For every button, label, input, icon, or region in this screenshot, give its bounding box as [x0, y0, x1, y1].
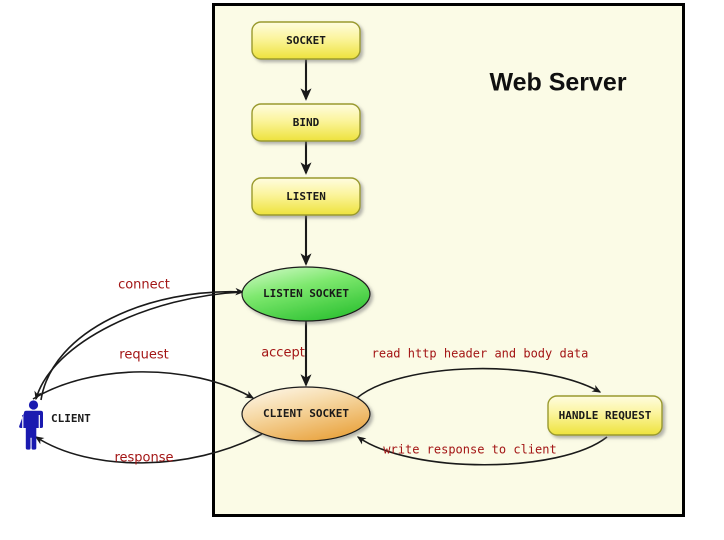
edge-label-request: request [119, 348, 168, 363]
edge-label-response: response [114, 451, 173, 466]
node-client-socket-label: CLIENT SOCKET [263, 407, 349, 420]
edge-label-accept: accept [261, 346, 305, 361]
node-handle-request-label: HANDLE REQUEST [559, 409, 652, 422]
edge-response [34, 433, 263, 464]
edge-labels: connect request response accept read htt… [114, 278, 588, 466]
node-listen-socket-label: LISTEN SOCKET [263, 287, 349, 300]
edge-label-write-response: write response to client [383, 443, 556, 457]
edge-connect [40, 287, 245, 401]
edge-write-response [356, 436, 608, 466]
node-bind-shape[interactable] [251, 103, 361, 142]
client-edges [32, 287, 263, 464]
edge-label-connect: connect [118, 278, 170, 293]
node-handle-request[interactable]: HANDLE REQUEST [547, 395, 663, 436]
client-actor[interactable]: CLIENT [19, 400, 91, 450]
edge-connect-return [34, 291, 244, 401]
node-handle-request-shape[interactable] [547, 395, 663, 436]
edge-label-read-request: read http header and body data [372, 347, 589, 361]
handle-request-edges [356, 367, 608, 466]
node-listen-socket-shape[interactable] [241, 266, 371, 322]
node-client-socket-shape[interactable] [241, 386, 371, 442]
node-listen-socket[interactable]: LISTEN SOCKET [241, 266, 371, 322]
edge-read-request [356, 367, 602, 399]
node-socket-shape[interactable] [251, 21, 361, 60]
node-socket-label: SOCKET [286, 34, 326, 47]
node-listen[interactable]: LISTEN [251, 177, 361, 216]
node-socket[interactable]: SOCKET [251, 21, 361, 60]
node-client-socket[interactable]: CLIENT SOCKET [241, 386, 371, 442]
edge-request [32, 371, 255, 400]
client-person-icon [19, 400, 43, 450]
client-actor-label: CLIENT [51, 412, 91, 425]
node-bind-label: BIND [293, 116, 320, 129]
node-listen-label: LISTEN [286, 190, 326, 203]
web-server-title: Web Server [489, 69, 626, 97]
node-bind[interactable]: BIND [251, 103, 361, 142]
node-listen-shape[interactable] [251, 177, 361, 216]
